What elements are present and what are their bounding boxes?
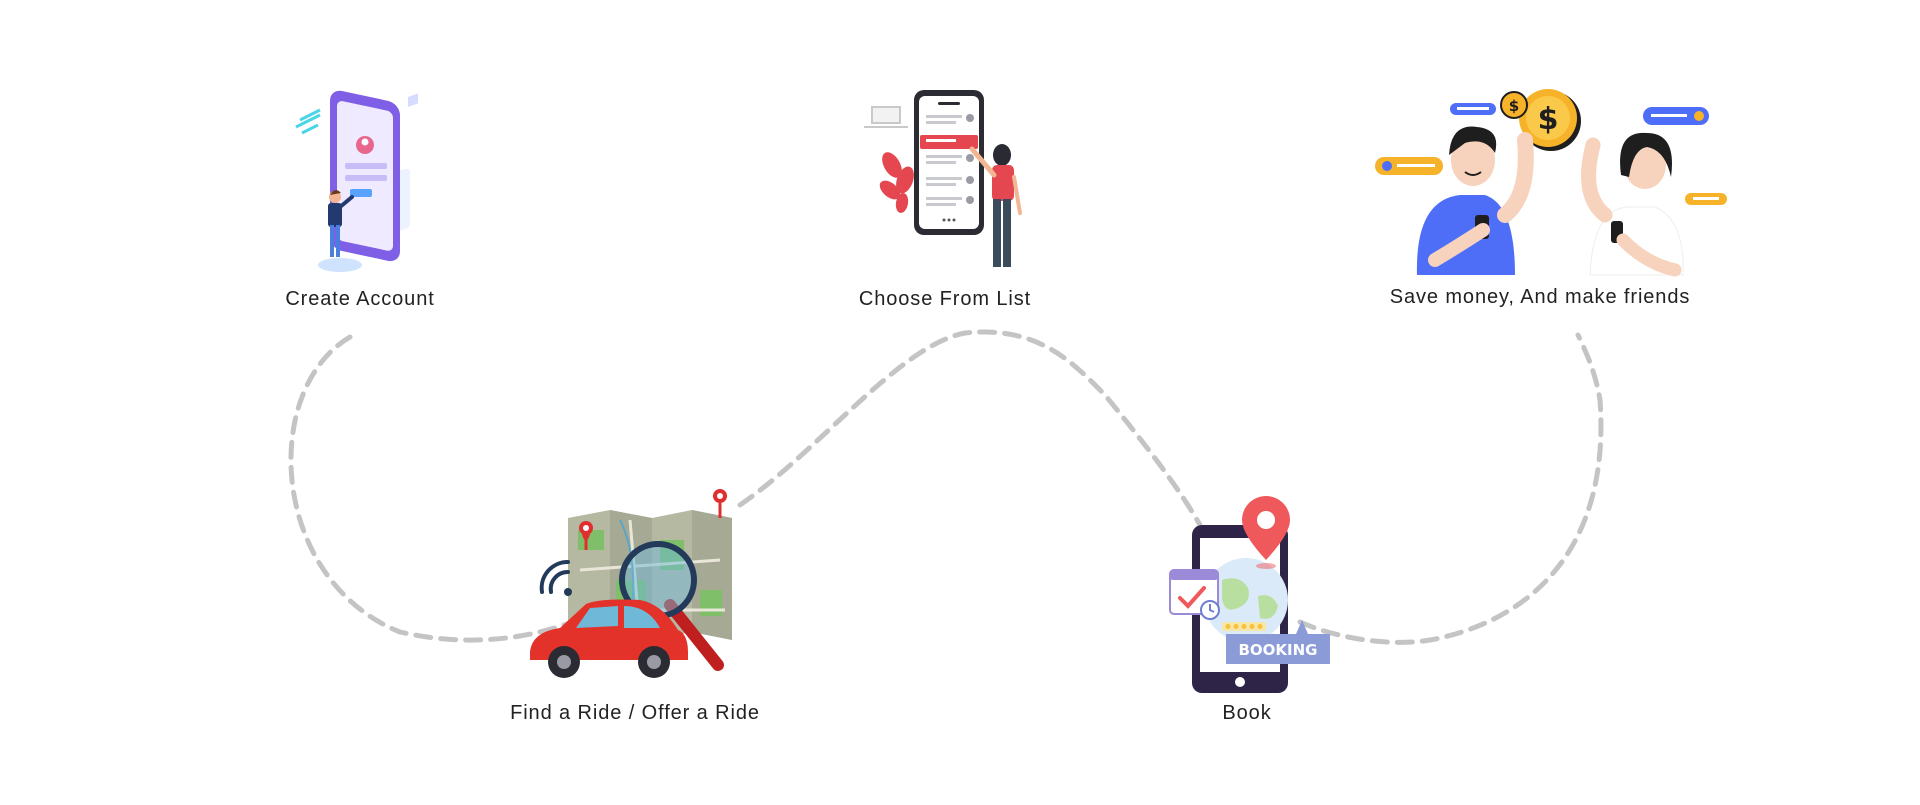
globe-icon bbox=[1204, 558, 1288, 642]
wifi-signal-icon bbox=[539, 559, 572, 596]
map-pin-icon bbox=[713, 489, 727, 518]
car-icon bbox=[530, 599, 688, 678]
step-label: Book bbox=[1222, 702, 1272, 724]
phone-icon bbox=[330, 90, 400, 262]
step-find-offer-ride: Find a Ride / Offer a Ride bbox=[510, 489, 760, 724]
step-book: BOOKING Book bbox=[1160, 496, 1340, 724]
step-label: Choose From List bbox=[858, 288, 1032, 310]
chat-bubble-icon bbox=[1375, 157, 1443, 175]
chat-bubble-icon bbox=[1685, 193, 1727, 205]
step-choose-from-list: Choose From List bbox=[859, 85, 1030, 310]
step-label: Create Account bbox=[285, 288, 435, 310]
woman-icon bbox=[1581, 132, 1684, 277]
svg-text:$: $ bbox=[1538, 102, 1559, 137]
phone-list-selection-illustration bbox=[864, 90, 1022, 267]
booking-badge-icon: BOOKING bbox=[1226, 620, 1330, 664]
phone-signup-illustration bbox=[295, 90, 418, 272]
man-icon bbox=[1416, 126, 1534, 275]
phone-icon bbox=[914, 90, 984, 235]
step-create-account: Create Account bbox=[285, 85, 440, 310]
coin-icon: $ bbox=[1519, 89, 1581, 151]
window-sketch-icon bbox=[864, 106, 908, 128]
step-save-money-make-friends: $ $ Save money, And make friends bbox=[1365, 85, 1745, 308]
rating-stars-icon bbox=[1222, 622, 1266, 631]
map-car-magnifier-illustration bbox=[530, 489, 732, 678]
chat-bubble-icon bbox=[1643, 107, 1709, 125]
chat-bubble-icon bbox=[1450, 103, 1496, 115]
phone-booking-illustration: BOOKING bbox=[1169, 496, 1330, 693]
friends-coins-illustration: $ $ bbox=[1375, 89, 1727, 277]
deco-lines-icon bbox=[295, 108, 321, 135]
plant-icon bbox=[879, 152, 914, 213]
route-line bbox=[288, 329, 1604, 645]
svg-text:$: $ bbox=[1509, 97, 1519, 115]
step-label: Save money, And make friends bbox=[1389, 286, 1691, 308]
map-pin-icon bbox=[579, 521, 593, 550]
coin-icon: $ bbox=[1500, 91, 1528, 119]
svg-text:BOOKING: BOOKING bbox=[1238, 641, 1317, 659]
location-pin-icon bbox=[1242, 496, 1290, 569]
woman-icon bbox=[969, 144, 1022, 267]
person-icon bbox=[328, 189, 354, 257]
calendar-icon bbox=[1169, 569, 1220, 620]
step-label: Find a Ride / Offer a Ride bbox=[510, 702, 760, 724]
